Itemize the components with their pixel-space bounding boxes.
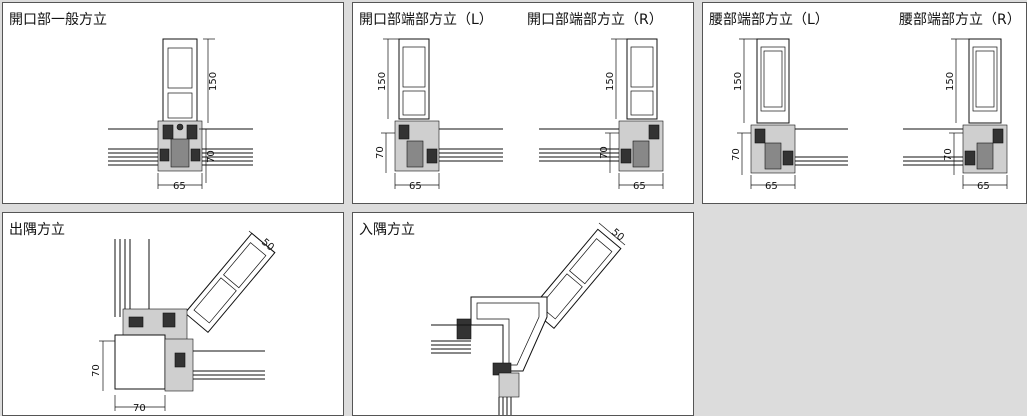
panel-title-right: 開口部端部方立（R） [527, 12, 663, 28]
dim-width-label-l: 65 [765, 181, 778, 192]
panel-title: 開口部一般方立 [9, 12, 107, 28]
dim-width-label-l: 65 [409, 181, 422, 192]
end-mullion-drawing: 150 70 65 150 70 [375, 38, 664, 192]
dim-depth-label: 70 [91, 364, 102, 377]
dim-depth-label: 70 [206, 150, 217, 163]
dim-width-label-r: 65 [633, 181, 646, 192]
dim-height-label-r: 150 [945, 72, 956, 91]
dim-depth-label-l: 70 [375, 146, 386, 159]
dim-depth-label-r: 70 [943, 148, 954, 161]
panel-title: 入隅方立 [359, 222, 415, 238]
dim-height-label-l: 150 [733, 72, 744, 91]
outside-corner-drawing: 50 70 70 [91, 230, 276, 414]
spandrel-mullion-drawing: 150 70 65 150 70 65 [731, 38, 1008, 192]
panel-title-left: 開口部端部方立（L） [359, 12, 493, 28]
dim-width-label: 70 [133, 403, 146, 414]
dim-height-label: 150 [208, 72, 219, 91]
dim-depth-label-r: 70 [599, 146, 610, 159]
panel-title: 出隅方立 [9, 222, 65, 238]
inside-corner-drawing: 50 [431, 222, 626, 415]
panel-outside-corner-mullion: 出隅方立 50 70 70 [2, 212, 344, 416]
dim-depth-label-l: 70 [731, 148, 742, 161]
panel-opening-general-mullion: 開口部一般方立 150 70 65 [2, 2, 344, 204]
panel-inside-corner-mullion: 入隅方立 50 [352, 212, 694, 416]
dim-width-label: 65 [173, 181, 186, 192]
panel-title-right: 腰部端部方立（R） [899, 12, 1021, 28]
panel-spandrel-end-mullion: 腰部端部方立（L） 腰部端部方立（R） 150 70 65 150 [702, 2, 1027, 204]
dim-width-label-r: 65 [977, 181, 990, 192]
dim-height-label-l: 150 [377, 72, 388, 91]
panel-title-left: 腰部端部方立（L） [709, 12, 829, 28]
dim-height-label-r: 150 [605, 72, 616, 91]
mullion-section-drawing: 150 70 65 [108, 38, 253, 192]
panel-opening-end-mullion: 開口部端部方立（L） 開口部端部方立（R） 150 70 65 150 [352, 2, 694, 204]
